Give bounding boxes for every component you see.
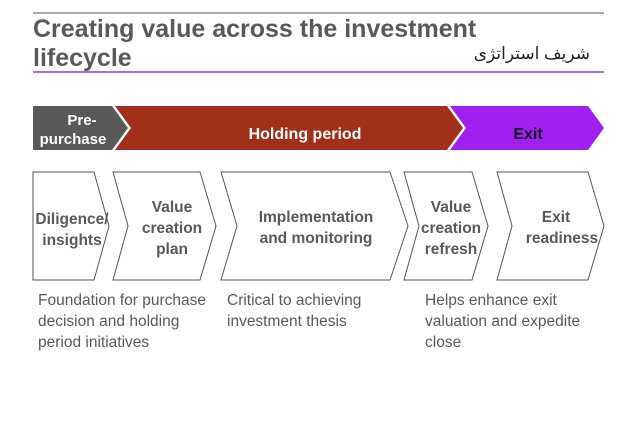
step-label: refresh — [425, 241, 478, 258]
subtitle: شریف استراتژی — [473, 44, 590, 63]
phase-exit — [450, 106, 604, 150]
phase-label: Holding period — [249, 126, 362, 143]
step-label: Implementation — [259, 209, 374, 226]
step-label: Exit — [542, 209, 570, 226]
step-label: Value — [152, 199, 193, 216]
step-chevron — [32, 171, 110, 281]
phase-label: Exit — [513, 126, 543, 143]
phase-label: Pre- — [67, 112, 96, 129]
step-label: Value — [431, 199, 472, 216]
description: Critical to achieving investment thesis — [227, 292, 362, 330]
step-label: Diligence/ — [35, 211, 109, 228]
step-chevron — [112, 171, 217, 281]
phase-label: purchase — [40, 131, 107, 148]
step-label: readiness — [526, 230, 598, 247]
step-chevron — [496, 171, 605, 281]
step-label: and monitoring — [260, 230, 373, 247]
step-label: insights — [42, 232, 101, 249]
description: Foundation for purchase decision and hol… — [38, 292, 207, 351]
page-title: Creating value across the investment lif… — [33, 15, 477, 72]
step-chevron — [403, 171, 489, 281]
description: Helps enhance exit valuation and expedit… — [425, 292, 581, 351]
phase-pre-purchase — [33, 106, 128, 150]
step-label: creation — [421, 220, 481, 237]
step-chevron — [220, 171, 409, 281]
step-label: creation — [142, 220, 202, 237]
step-label: plan — [156, 241, 188, 258]
phase-holding-period — [115, 106, 463, 150]
